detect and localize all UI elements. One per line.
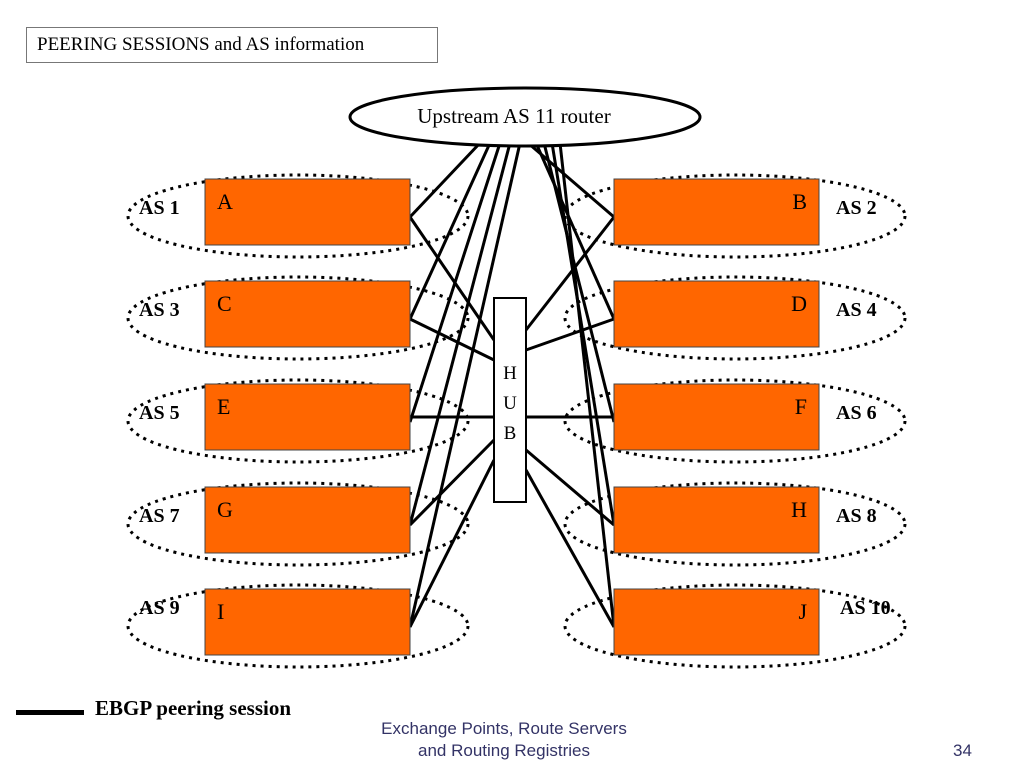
footer-line-1: Exchange Points, Route Servers [381,719,627,738]
router-label-G: G [217,497,233,522]
upstream-router-label: Upstream AS 11 router [417,104,610,128]
router-label-F: F [795,394,807,419]
router-label-B: B [792,189,807,214]
as-boundary [563,173,907,259]
ebgp-session-hub-C [409,317,495,362]
ebgp-session-hub-H [525,448,615,527]
ebgp-session-hub-D [525,317,615,352]
ebgp-session-upstream-I [408,142,522,628]
as-boundary [126,275,470,361]
hub-letter: H [503,363,517,384]
ebgp-session-hub-A [408,216,496,341]
router-label-A: A [217,189,233,214]
router-label-C: C [217,291,232,316]
ebgp-session-upstream-H [550,142,616,526]
ebgp-session-upstream-G [408,142,512,526]
router-box-G [204,486,411,554]
as-boundary [126,378,470,464]
hub-letter: B [504,423,517,444]
as-boundary [126,481,470,567]
ebgp-session-hub-G [408,438,496,527]
router-box-D [613,280,820,348]
ebgp-session-upstream-E [408,142,502,423]
as-boundary [126,173,470,259]
as-boundary [563,583,907,669]
as-boundary [563,275,907,361]
peering-diagram: A AS 1 B AS 2 C AS 3 D AS 4 E AS 5 F AS 6 G AS 7 H AS 8… [126,86,907,669]
as-label-F: AS 6 [836,402,877,424]
router-box-F [613,383,820,451]
as-label-H: AS 8 [836,505,877,527]
as-label-I: AS 9 [139,597,180,619]
router-label-H: H [791,497,807,522]
hub-letter: U [503,393,517,414]
ebgp-session-hub-J [524,469,616,628]
router-label-J: J [798,599,807,624]
ebgp-session-upstream-A [408,141,482,219]
router-box-E [204,383,411,451]
ebgp-session-hub-I [408,459,496,628]
router-label-I: I [217,599,224,624]
legend-line-sample [16,710,84,715]
as-boundary [563,481,907,567]
as-label-A: AS 1 [139,197,180,219]
footer-text: Exchange Points, Route Servers and Routi… [354,718,654,762]
upstream-router [348,86,702,148]
page-number: 34 [953,741,972,760]
router-box-J [613,588,820,656]
hub-box [493,297,527,503]
router-box-C [204,280,411,348]
slide-title: PEERING SESSIONS and AS information [26,27,438,63]
router-box-B [613,178,820,246]
ebgp-session-upstream-C [408,142,492,320]
router-label-E: E [217,394,230,419]
as-label-J: AS 10 [840,597,891,619]
as-label-D: AS 4 [836,299,877,321]
as-label-E: AS 5 [139,402,180,424]
as-boundary [126,583,470,669]
router-box-A [204,178,411,246]
footer-line-2: and Routing Registries [418,741,590,760]
as-label-G: AS 7 [139,505,180,527]
ebgp-session-hub-B [524,216,616,331]
as-label-B: AS 2 [836,197,877,219]
as-label-C: AS 3 [139,299,180,321]
ebgp-session-upstream-F [542,142,616,423]
as-boundary [563,378,907,464]
router-box-H [613,486,820,554]
router-box-I [204,588,411,656]
legend-label: EBGP peering session [95,696,292,720]
router-label-D: D [791,291,807,316]
